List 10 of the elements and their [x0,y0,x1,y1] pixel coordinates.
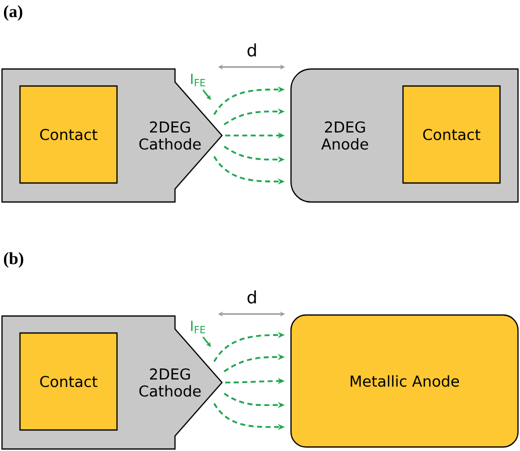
anode-pad: Metallic Anode [290,314,519,448]
dimension-label: d [248,43,256,57]
panel-label: (a) [4,5,22,21]
current-label: I$_{FE}$ [191,74,206,86]
dimension-label: d [248,290,256,304]
panel-label: (b) [4,252,24,268]
contact-pad: Contact [402,85,501,184]
contact-pad: Contact [19,332,118,431]
current-label: I$_{FE}$ [191,320,206,334]
contact-pad: Contact [19,85,118,184]
